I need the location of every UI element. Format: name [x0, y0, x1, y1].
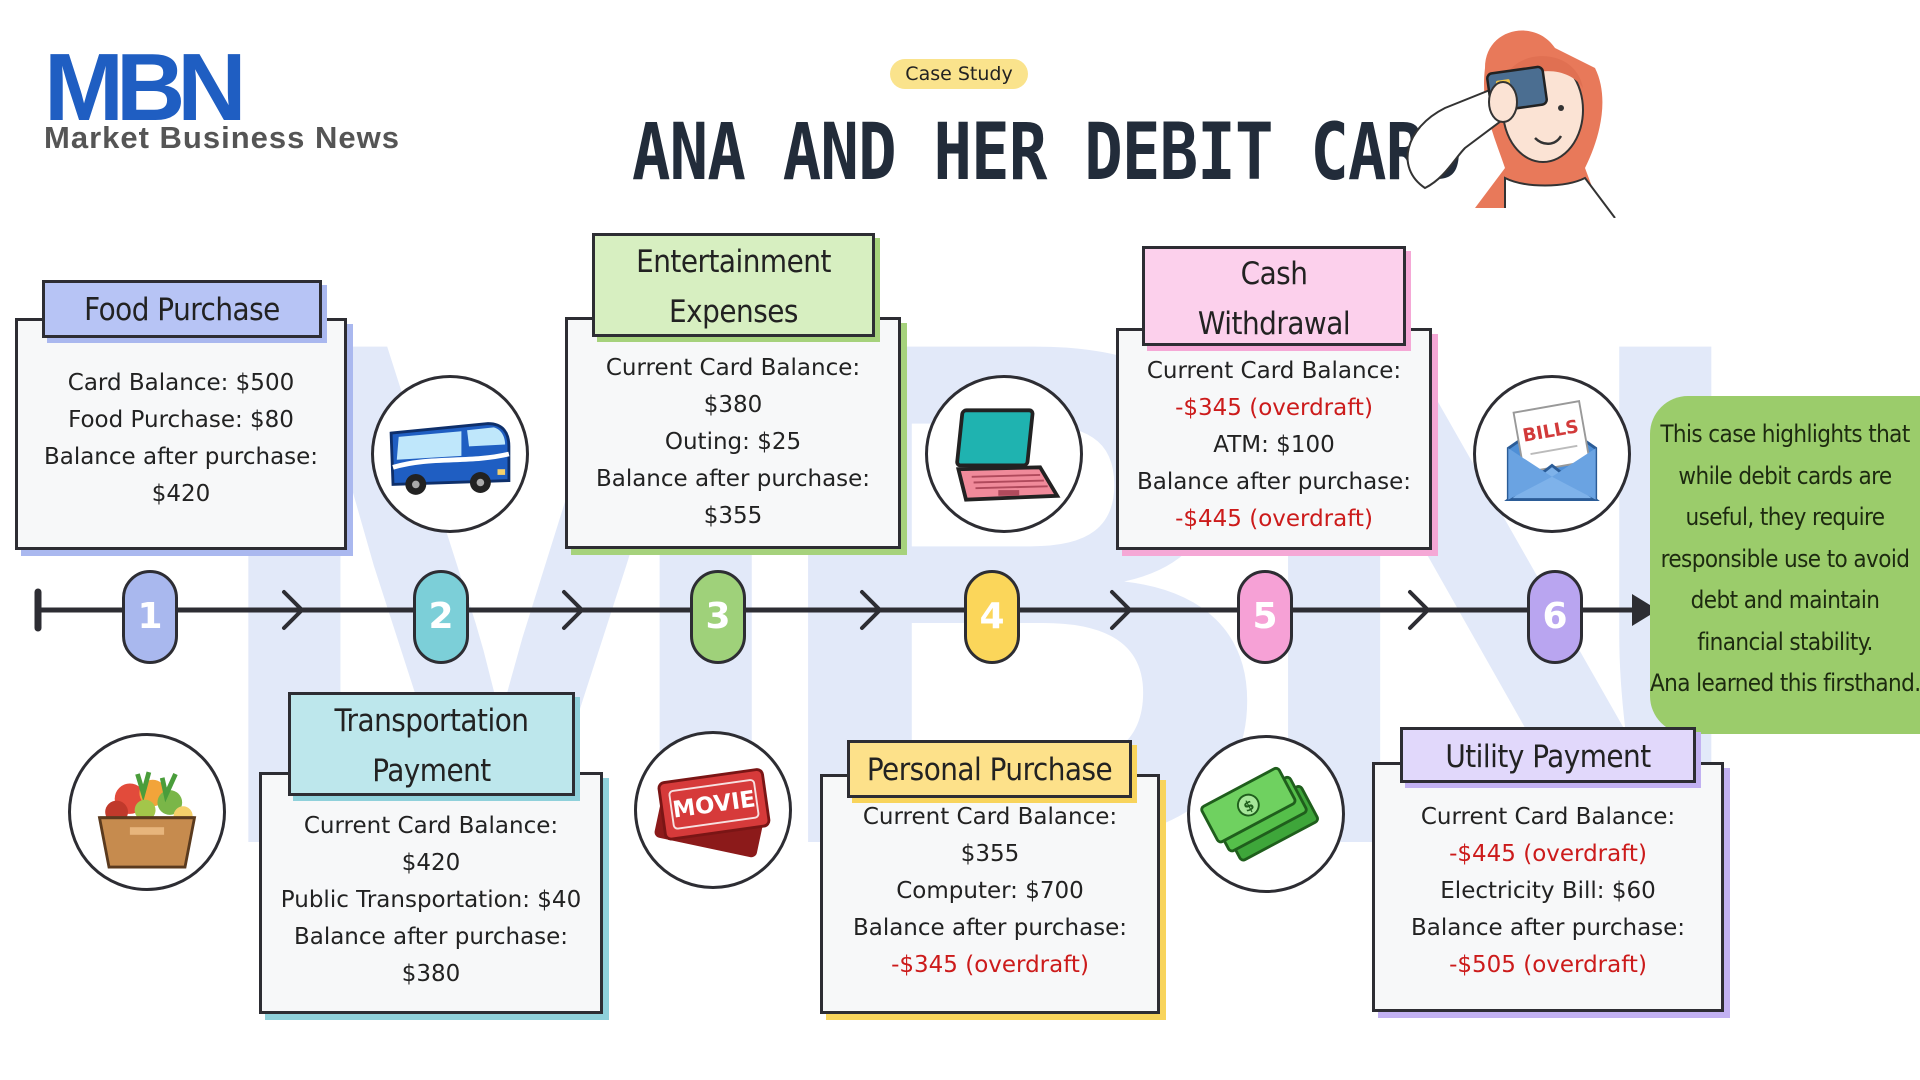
transport-line-5: $380 — [401, 961, 461, 987]
food-line-1: Card Balance: $500 — [67, 370, 295, 396]
entertainment-line-3: Outing: $25 — [664, 429, 802, 455]
personal-purchase-card: Current Card Balance: $355 Computer: $70… — [820, 774, 1160, 1014]
conclusion-line-7: Ana learned this firsthand. — [1650, 669, 1920, 697]
cash-money-icon: $ — [1187, 735, 1345, 893]
food-purchase-card: Card Balance: $500 Food Purchase: $80 Ba… — [15, 318, 347, 550]
logo-name: Market Business News — [44, 120, 400, 155]
step-3-marker: 3 — [690, 570, 746, 664]
conclusion-line-1: This case highlights that — [1660, 420, 1910, 448]
utility-line-1: Current Card Balance: — [1420, 804, 1676, 830]
conclusion-panel: This case highlights that while debit ca… — [1650, 396, 1920, 734]
personal-line-5: -$345 (overdraft) — [891, 952, 1089, 978]
utility-payment-card: Current Card Balance: -$445 (overdraft) … — [1372, 762, 1724, 1012]
cash-line-1: Current Card Balance: — [1146, 358, 1402, 384]
cash-title-line-1: Cash — [1240, 256, 1308, 292]
conclusion-line-4: responsible use to avoid — [1660, 544, 1910, 573]
entertainment-line-5: $355 — [703, 503, 763, 529]
cash-withdrawal-card: Current Card Balance: -$345 (overdraft) … — [1116, 328, 1432, 550]
bus-icon — [371, 375, 529, 533]
transportation-card: Current Card Balance: $420 Public Transp… — [259, 772, 603, 1014]
bills-envelope-icon: BILLS — [1473, 375, 1631, 533]
utility-line-2: -$445 (overdraft) — [1449, 841, 1647, 867]
step-2-marker: 2 — [413, 570, 469, 664]
logo-mark: MBN — [44, 34, 247, 141]
groceries-icon — [68, 733, 226, 891]
timeline-axis — [34, 588, 1658, 632]
girl-holding-card-illustration — [1406, 30, 1616, 218]
cash-line-3: ATM: $100 — [1213, 432, 1335, 458]
entertainment-title-line-2: Expenses — [669, 294, 798, 330]
food-line-2: Food Purchase: $80 — [68, 407, 294, 433]
case-study-badge: Case Study — [890, 59, 1028, 89]
personal-line-3: Computer: $700 — [896, 878, 1084, 904]
cash-line-2: -$345 (overdraft) — [1175, 395, 1373, 421]
entertainment-line-4: Balance after purchase: — [595, 466, 871, 492]
cash-line-4: Balance after purchase: — [1136, 469, 1412, 495]
utility-line-5: -$505 (overdraft) — [1449, 952, 1647, 978]
entertainment-title-line-1: Entertainment — [636, 244, 831, 280]
personal-line-1: Current Card Balance: — [862, 804, 1118, 830]
transportation-title: Transportation Payment — [288, 692, 575, 796]
cash-withdrawal-title: Cash Withdrawal — [1142, 246, 1406, 346]
food-line-3: Balance after purchase: — [43, 444, 319, 470]
cash-line-5: -$445 (overdraft) — [1175, 506, 1373, 532]
step-5-marker: 5 — [1237, 570, 1293, 664]
conclusion-line-6: financial stability. — [1697, 627, 1873, 656]
laptop-icon — [925, 375, 1083, 533]
transport-line-3: Public Transportation: $40 — [280, 887, 582, 913]
page-title: ANA AND HER DEBIT CARD — [632, 108, 1462, 198]
personal-purchase-title: Personal Purchase — [847, 740, 1132, 798]
transport-line-4: Balance after purchase: — [293, 924, 569, 950]
step-6-marker: 6 — [1527, 570, 1583, 664]
transport-title-line-2: Payment — [372, 753, 491, 789]
transport-line-2: $420 — [401, 850, 461, 876]
conclusion-line-2: while debit cards are — [1678, 461, 1892, 490]
personal-line-2: $355 — [960, 841, 1020, 867]
cash-title-line-2: Withdrawal — [1197, 306, 1351, 342]
utility-line-3: Electricity Bill: $60 — [1440, 878, 1656, 904]
conclusion-line-5: debt and maintain — [1690, 586, 1880, 614]
transport-line-1: Current Card Balance: — [303, 813, 559, 839]
transport-title-line-1: Transportation — [334, 703, 529, 739]
conclusion-line-3: useful, they require — [1685, 503, 1886, 531]
movie-ticket-icon: MOVIE — [634, 731, 792, 889]
step-1-marker: 1 — [122, 570, 178, 664]
entertainment-line-2: $380 — [703, 392, 763, 418]
utility-line-4: Balance after purchase: — [1410, 915, 1686, 941]
utility-payment-title: Utility Payment — [1400, 727, 1696, 783]
food-line-4: $420 — [151, 481, 211, 507]
personal-line-4: Balance after purchase: — [852, 915, 1128, 941]
entertainment-card: Current Card Balance: $380 Outing: $25 B… — [565, 317, 901, 549]
step-4-marker: 4 — [964, 570, 1020, 664]
entertainment-title: Entertainment Expenses — [592, 233, 875, 337]
food-purchase-title: Food Purchase — [42, 280, 322, 338]
entertainment-line-1: Current Card Balance: — [605, 355, 861, 381]
